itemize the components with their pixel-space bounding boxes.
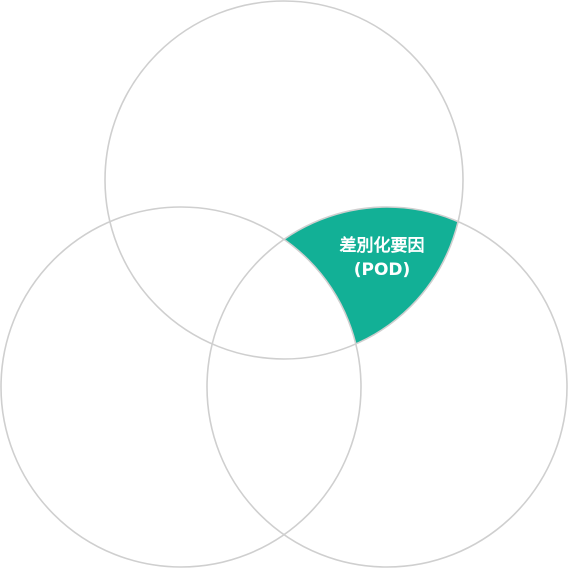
highlight-label-line1: 差別化要因 bbox=[340, 235, 425, 256]
right-circle bbox=[206, 206, 568, 568]
highlight-label-line2: (POD) bbox=[354, 260, 411, 280]
left-circle bbox=[0, 206, 362, 568]
top-circle bbox=[104, 0, 464, 360]
